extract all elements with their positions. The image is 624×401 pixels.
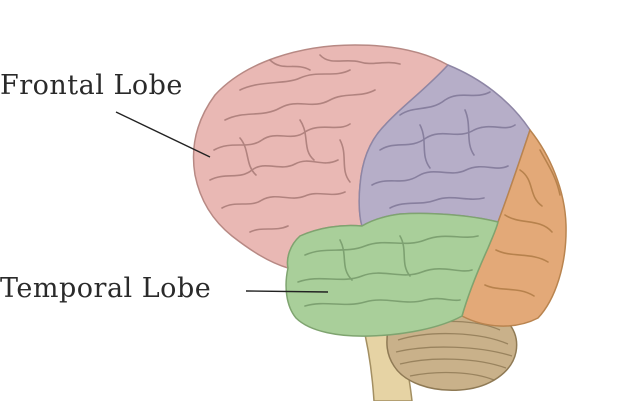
occipital-gyri — [484, 149, 561, 297]
parietal-gyri — [371, 91, 516, 209]
frontal-pointer-line — [115, 111, 211, 158]
temporal-pointer-line — [245, 290, 329, 293]
frontal-gyri — [209, 54, 401, 233]
temporal-lobe-label: Temporal Lobe — [0, 273, 212, 304]
frontal-lobe-label: Frontal Lobe — [0, 70, 183, 101]
temporal-gyri — [297, 235, 479, 307]
